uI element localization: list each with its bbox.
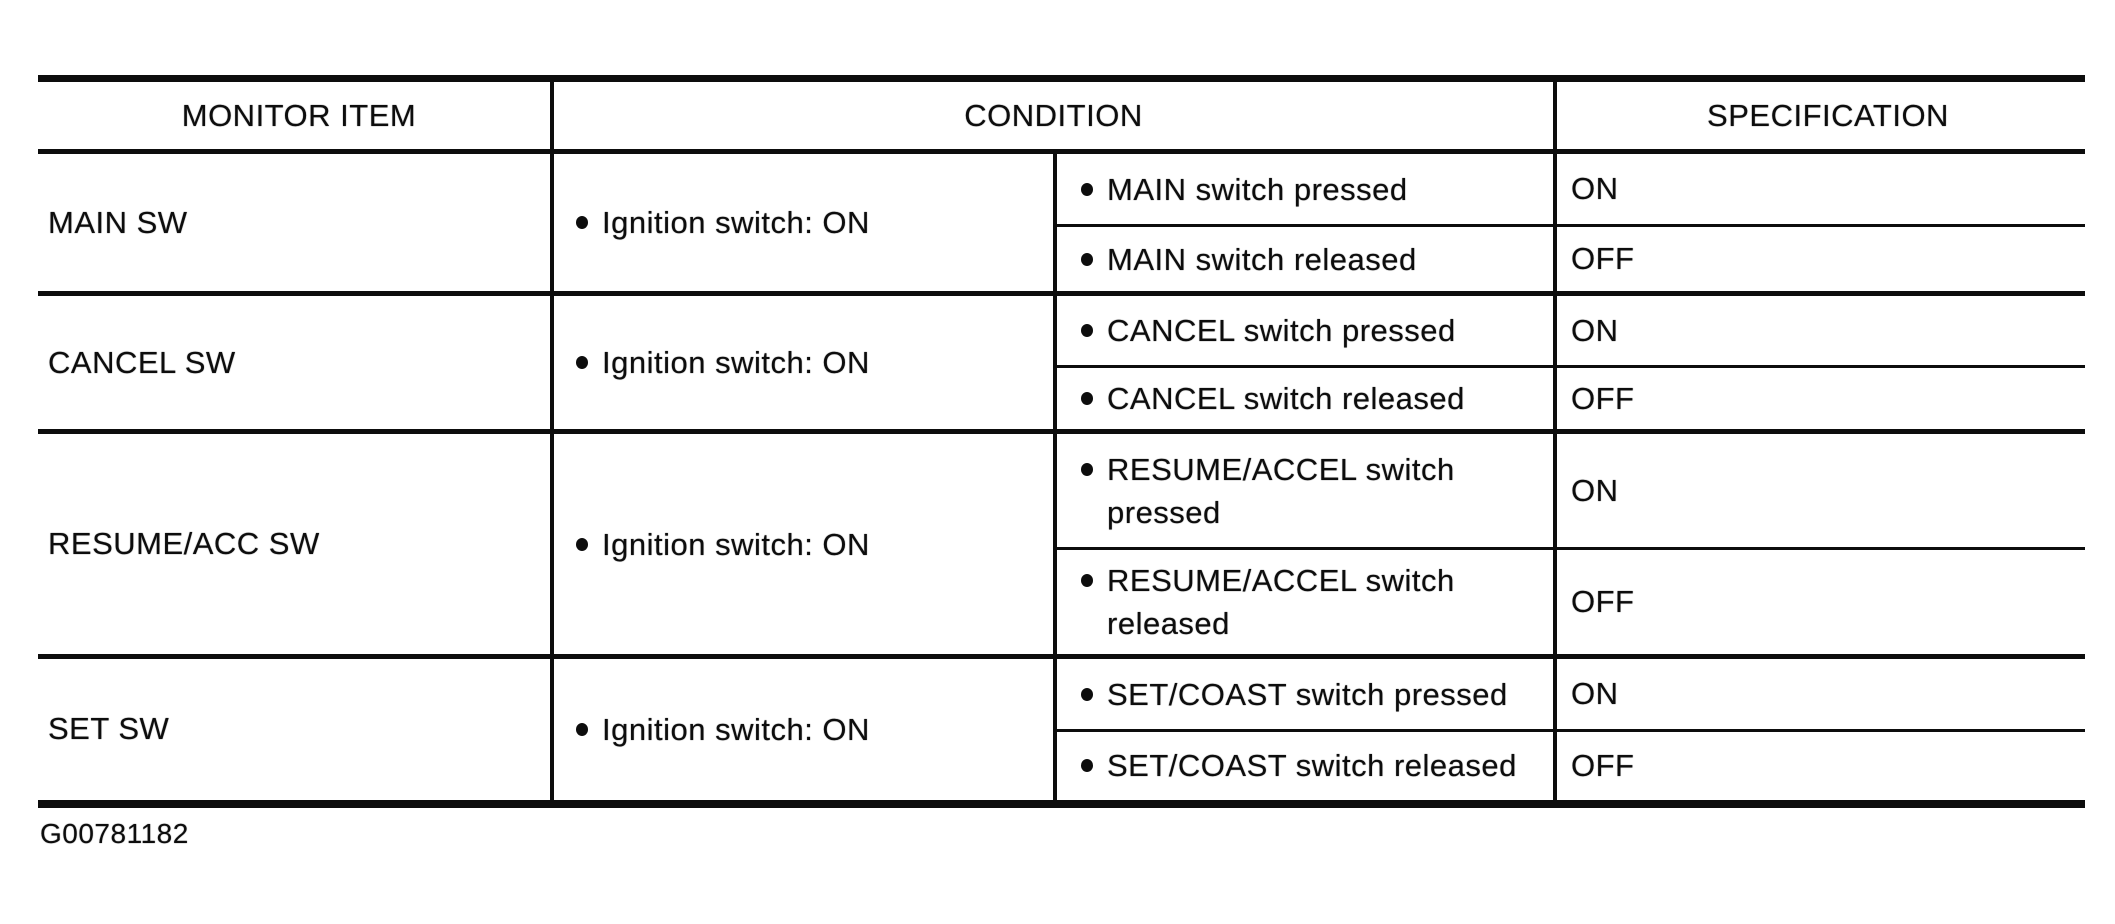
bullet-icon xyxy=(1081,574,1093,587)
subcondition-label: CANCEL switch released xyxy=(1107,381,1465,416)
subcondition-label: SET/COAST switch pressed xyxy=(1107,676,1508,712)
monitor-item-label: MAIN SW xyxy=(48,204,188,240)
monitor-spec-table: MONITOR ITEM CONDITION SPECIFICATION MAI… xyxy=(38,75,2085,808)
subcondition-cell: SET/COAST switch pressed xyxy=(1055,654,1557,731)
condition-label: Ignition switch: ON xyxy=(602,711,870,747)
subcondition-cell: MAIN switch released xyxy=(1055,224,1557,294)
bullet-icon xyxy=(576,722,588,736)
specification-cell: OFF xyxy=(1555,365,2085,432)
specification-cell: ON xyxy=(1555,291,2085,367)
condition-cell: Ignition switch: ON xyxy=(552,429,1057,657)
table-row: MAIN SW Ignition switch: ON MAIN switch … xyxy=(38,149,2085,294)
subcondition-label: MAIN switch released xyxy=(1107,241,1417,277)
specification-cell: OFF xyxy=(1555,224,2085,294)
bullet-icon xyxy=(1081,759,1093,773)
monitor-item-cell: SET SW xyxy=(38,654,554,808)
table-row: SET SW Ignition switch: ON SET/COAST swi… xyxy=(38,654,2085,808)
spec-value: ON xyxy=(1571,312,1619,348)
table-row: CANCEL SW Ignition switch: ON CANCEL swi… xyxy=(38,291,2085,432)
table-row: MAIN switch released OFF xyxy=(38,224,2085,294)
table-row: CANCEL switch released OFF xyxy=(38,365,2085,432)
subcondition-label: SET/COAST switch released xyxy=(1107,748,1517,784)
table-row: RESUME/ACCEL switch released OFF xyxy=(38,547,2085,657)
subcondition-cell: CANCEL switch pressed xyxy=(1055,291,1557,367)
bullet-icon xyxy=(1081,462,1093,476)
subcondition-cell: SET/COAST switch released xyxy=(1055,729,1557,808)
subcondition-label: CANCEL switch pressed xyxy=(1107,313,1456,348)
subcondition-label: RESUME/ACCEL switch pressed xyxy=(1107,451,1455,530)
monitor-item-label: SET SW xyxy=(48,711,170,747)
table-row: RESUME/ACC SW Ignition switch: ON RESUME… xyxy=(38,429,2085,657)
bullet-icon xyxy=(1081,324,1093,337)
spec-value: OFF xyxy=(1571,584,1635,619)
condition-label: Ignition switch: ON xyxy=(602,345,870,380)
monitor-item-cell: CANCEL SW xyxy=(38,291,554,432)
specification-cell: ON xyxy=(1555,654,2085,731)
bullet-icon xyxy=(576,216,588,229)
specification-cell: OFF xyxy=(1555,729,2085,808)
monitor-item-cell: MAIN SW xyxy=(38,149,554,294)
bullet-icon xyxy=(576,356,588,369)
bullet-icon xyxy=(1081,252,1093,266)
monitor-item-cell: RESUME/ACC SW xyxy=(38,429,554,657)
condition-cell: Ignition switch: ON xyxy=(552,149,1057,294)
spec-value: ON xyxy=(1571,171,1619,206)
bullet-icon xyxy=(1081,182,1093,196)
spec-value: ON xyxy=(1571,472,1619,508)
bullet-icon xyxy=(1081,392,1093,405)
condition-label: Ignition switch: ON xyxy=(602,526,870,562)
subcondition-label: MAIN switch pressed xyxy=(1107,171,1408,207)
table-row: SET/COAST switch released OFF xyxy=(38,729,2085,808)
header-monitor-item: MONITOR ITEM xyxy=(38,75,554,154)
subcondition-label: RESUME/ACCEL switch released xyxy=(1107,563,1455,641)
header-row: MONITOR ITEM CONDITION SPECIFICATION xyxy=(38,75,2085,154)
figure-id: G00781182 xyxy=(40,818,189,849)
bullet-icon xyxy=(576,537,588,551)
header-condition: CONDITION xyxy=(552,75,1557,154)
monitor-item-label: RESUME/ACC SW xyxy=(48,526,320,561)
spec-value: OFF xyxy=(1571,380,1635,416)
specification-cell: ON xyxy=(1555,429,2085,549)
condition-cell: Ignition switch: ON xyxy=(552,654,1057,808)
spec-value: ON xyxy=(1571,676,1619,711)
monitor-item-label: CANCEL SW xyxy=(48,344,236,380)
specification-cell: ON xyxy=(1555,149,2085,226)
specification-cell: OFF xyxy=(1555,547,2085,657)
subcondition-cell: RESUME/ACCEL switch pressed xyxy=(1055,429,1557,549)
subcondition-cell: RESUME/ACCEL switch released xyxy=(1055,547,1557,657)
header-specification: SPECIFICATION xyxy=(1555,75,2085,154)
condition-label: Ignition switch: ON xyxy=(602,205,870,240)
spec-value: OFF xyxy=(1571,241,1635,276)
bullet-icon xyxy=(1081,687,1093,701)
condition-cell: Ignition switch: ON xyxy=(552,291,1057,432)
subcondition-cell: CANCEL switch released xyxy=(1055,365,1557,432)
spec-value: OFF xyxy=(1571,747,1635,783)
subcondition-cell: MAIN switch pressed xyxy=(1055,149,1557,226)
